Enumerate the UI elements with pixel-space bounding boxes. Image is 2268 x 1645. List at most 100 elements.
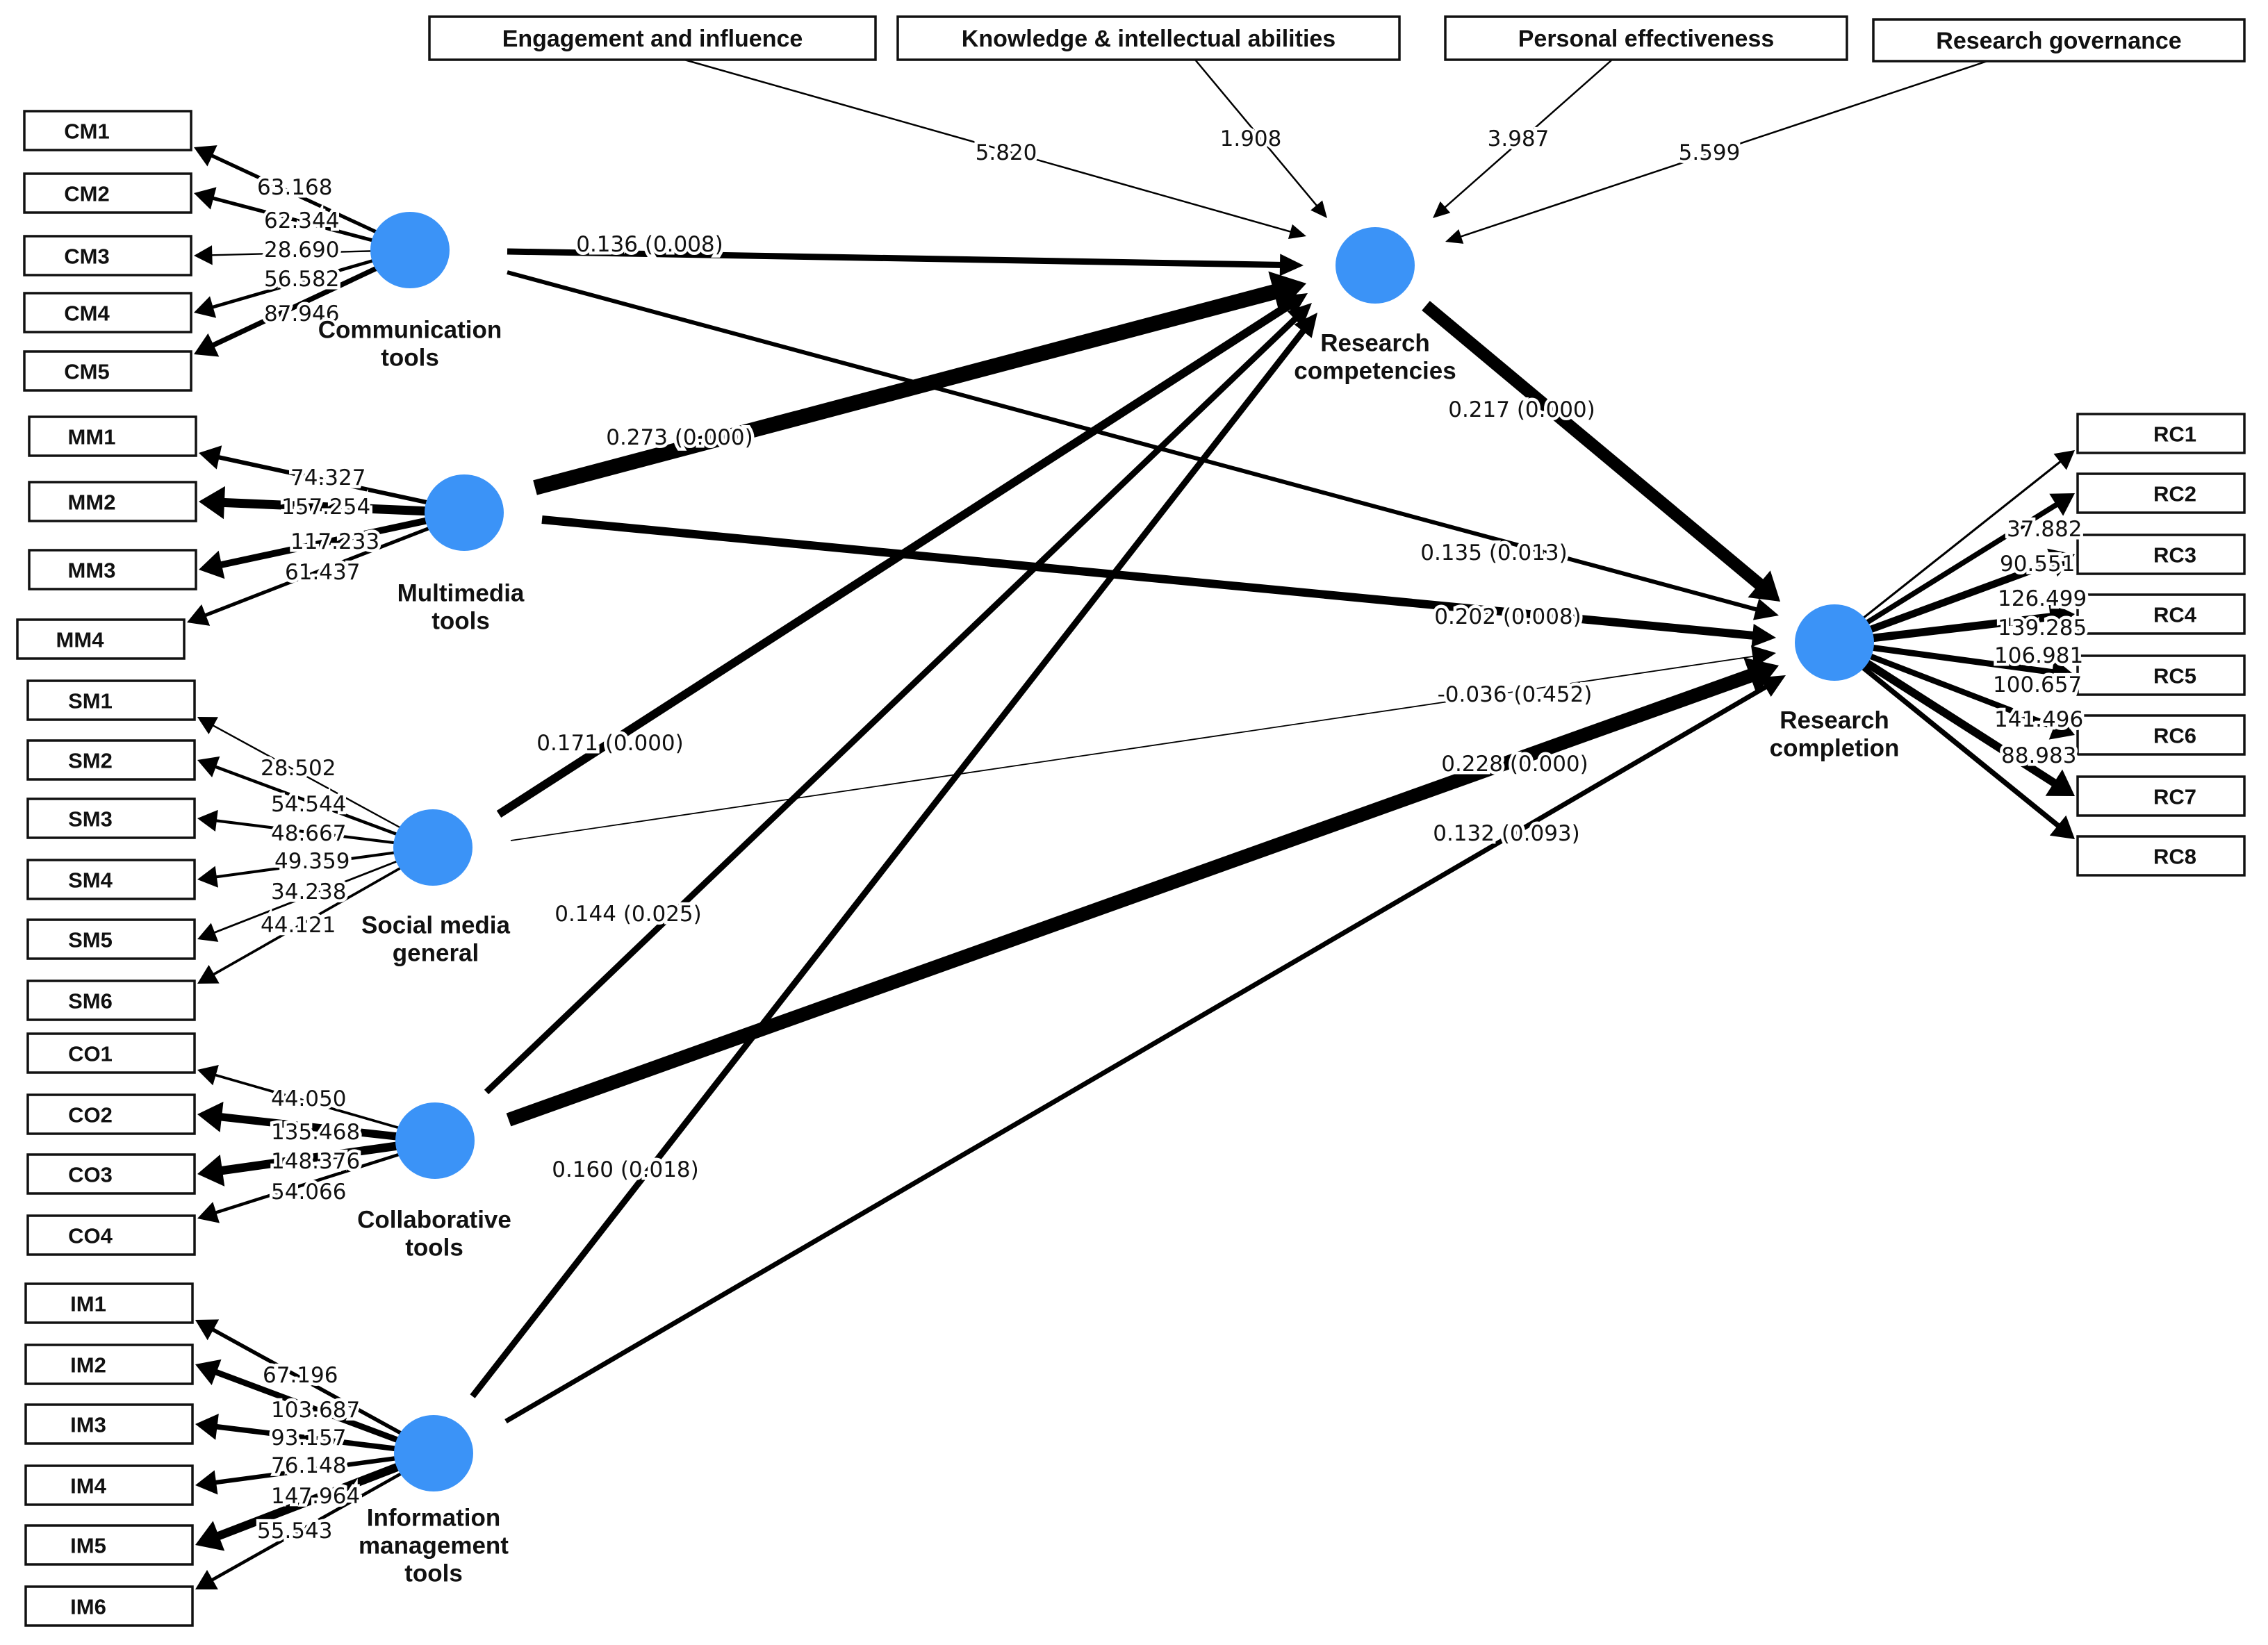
construct-circle [1336, 227, 1415, 304]
loading-arrow-cm2-line [205, 194, 378, 244]
loading-arrow-cm1-line [204, 151, 381, 235]
construct-label-comm-line-0: Communication [318, 317, 502, 344]
construct-node-co [395, 1102, 475, 1179]
loading-arrow-im2-line [206, 1366, 403, 1445]
indicator-label-rc1: RC1 [2153, 422, 2196, 447]
top-construct-arrow-gov-arrowhead [1445, 229, 1464, 244]
loading-arrow-rc8 [1858, 663, 2075, 839]
loading-arrow-im3-arrowhead [195, 1414, 219, 1440]
path-arrow-mm-rcpl-line [541, 515, 1763, 641]
indicator-box-sm6: SM6 [26, 979, 196, 1021]
indicator-box-frame [24, 1524, 194, 1566]
indicator-label-mm3: MM3 [68, 559, 116, 583]
loading-value-cm1: 63.168 [257, 175, 332, 200]
construct-node-rcomp [1336, 227, 1415, 304]
loading-arrow-sm3 [197, 809, 400, 845]
loading-value-mm3: 117.233 [290, 529, 379, 554]
path-arrow-comm-rcomp-line [507, 248, 1290, 269]
indicator-label-rc2: RC2 [2153, 482, 2196, 506]
loading-arrow-sm1-arrowhead [197, 717, 218, 735]
indicator-box-frame [23, 292, 192, 333]
loading-arrow-im4-line [207, 1455, 400, 1486]
loading-arrow-sm3-arrowhead [197, 809, 218, 832]
loading-arrow-im5 [195, 1461, 404, 1551]
loading-arrow-im3 [195, 1414, 400, 1452]
indicator-label-sm6: SM6 [68, 989, 113, 1014]
indicator-label-co4: CO4 [68, 1224, 113, 1248]
path-arrow-comm-rcpl-arrowhead [1753, 598, 1779, 620]
indicator-label-cm4: CM4 [64, 301, 110, 326]
top-construct-frame [428, 15, 877, 61]
indicator-box-frame [24, 1403, 194, 1445]
construct-node-rcpl [1795, 604, 1874, 681]
path-arrow-mm-rcomp-line [533, 281, 1289, 495]
top-construct-arrow-know-arrowhead [1310, 200, 1327, 218]
indicator-box-rc1: RC1 [2076, 413, 2246, 454]
indicator-box-frame [26, 679, 196, 721]
loading-arrow-rc8-line [1858, 663, 2066, 834]
loading-arrow-mm4-arrowhead [187, 604, 211, 626]
loading-arrow-sm6-arrowhead [197, 965, 220, 984]
loading-arrow-rc8-arrowhead [2049, 815, 2075, 839]
indicator-box-frame [26, 1032, 196, 1074]
indicator-label-rc8: RC8 [2153, 845, 2196, 869]
loading-arrow-rc2-line [1862, 497, 2065, 627]
indicator-box-frame [23, 172, 192, 214]
indicator-label-sm4: SM4 [68, 868, 113, 893]
loading-value-rc1: 37.882 [2007, 517, 2082, 542]
loading-arrow-mm4 [187, 524, 434, 626]
top-construct-arrow-eng [684, 58, 1306, 240]
loading-arrow-rc1-arrowhead [2053, 450, 2075, 470]
loading-arrow-co2-arrowhead [197, 1101, 224, 1132]
indicator-box-mm2: MM2 [28, 481, 197, 522]
indicator-box-frame [26, 979, 196, 1021]
loading-value-co2: 135.468 [271, 1120, 360, 1145]
indicator-label-sm1: SM1 [68, 689, 113, 713]
indicator-label-rc5: RC5 [2153, 664, 2196, 688]
indicator-box-im1: IM1 [24, 1282, 194, 1324]
construct-label-im-line-2: tools [404, 1560, 463, 1587]
top-construct-arrow-gov-line [1454, 60, 1988, 240]
loading-arrow-rc2-arrowhead [2049, 493, 2075, 516]
indicator-box-rc6: RC6 [2076, 714, 2246, 756]
loading-arrow-im5-line [208, 1461, 404, 1544]
top-construct-value-pers: 3.987 [1488, 126, 1550, 151]
loading-arrow-cm2-arrowhead [194, 187, 217, 210]
loading-value-sm4: 49.359 [274, 849, 350, 874]
path-arrow-comm-rcpl-line [507, 270, 1766, 614]
loading-arrow-cm2 [194, 187, 378, 244]
path-coefficient-mm-rcomp: 0.273 (0.000) [606, 425, 753, 450]
indicator-box-im3: IM3 [24, 1403, 194, 1445]
top-construct-know: Knowledge & intellectual abilities [896, 15, 1401, 61]
path-arrow-sm-rcomp-arrowhead [1281, 293, 1308, 316]
path-arrow-co-rcomp-arrowhead [1287, 303, 1312, 328]
loading-arrow-cm4-arrowhead [194, 296, 217, 318]
indicator-label-cm5: CM5 [64, 360, 109, 384]
indicator-box-mm1: MM1 [28, 415, 197, 457]
construct-circle [1795, 604, 1874, 681]
path-arrow-im-rcpl-arrowhead [1759, 675, 1786, 697]
loading-arrow-rc2 [1862, 493, 2075, 627]
loading-arrow-im4 [195, 1455, 400, 1495]
top-construct-arrow-eng-line [684, 58, 1297, 235]
top-construct-arrow-pers-line [1439, 59, 1613, 213]
indicator-label-cm2: CM2 [64, 182, 109, 206]
top-construct-arrow-pers [1433, 59, 1613, 218]
path-arrow-rcomp-rcpl [1422, 301, 1780, 602]
path-arrow-mm-rcomp [533, 271, 1306, 495]
top-construct-label-know: Knowledge & intellectual abilities [962, 26, 1336, 52]
loading-arrow-im2 [195, 1359, 403, 1445]
construct-label-sm-line-1: general [393, 940, 479, 967]
loading-value-cm2: 62.344 [264, 208, 339, 233]
indicator-box-sm2: SM2 [26, 739, 196, 781]
loading-arrow-sm4-line [208, 850, 400, 879]
top-construct-arrow-pers-arrowhead [1433, 201, 1451, 218]
indicator-box-im4: IM4 [24, 1464, 194, 1506]
loading-arrow-mm1-line [211, 453, 432, 506]
loading-value-rc2: 90.551 [2000, 552, 2075, 577]
loading-value-im5: 147.964 [271, 1484, 360, 1509]
indicator-label-co1: CO1 [68, 1042, 113, 1066]
construct-label-comm-line-1: tools [381, 345, 439, 372]
construct-label-rcomp-line-0: Research [1320, 330, 1430, 357]
path-coefficient-comm-rcomp: 0.136 (0.008) [576, 232, 723, 257]
